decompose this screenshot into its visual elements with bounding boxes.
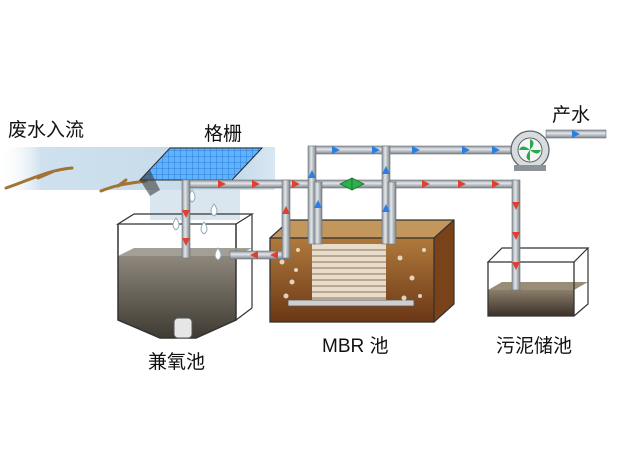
label-effluent: 产水 — [552, 104, 590, 126]
label-mbr-tank: MBR 池 — [322, 335, 389, 357]
label-sludge-tank: 污泥储池 — [496, 335, 572, 357]
membrane-module — [312, 244, 386, 302]
mbr-tank — [269, 219, 455, 323]
label-screen: 格栅 — [204, 123, 242, 145]
sludge-tank — [486, 247, 590, 317]
diffuser-icon — [173, 317, 193, 339]
label-inflow: 废水入流 — [8, 119, 84, 141]
flow-arrow-icon — [182, 130, 580, 270]
label-anoxic-tank: 兼氧池 — [148, 351, 205, 373]
fan-pump-icon — [510, 130, 550, 171]
valve-icon — [339, 177, 365, 191]
branch-icon — [4, 166, 148, 193]
bubbles — [279, 248, 426, 301]
